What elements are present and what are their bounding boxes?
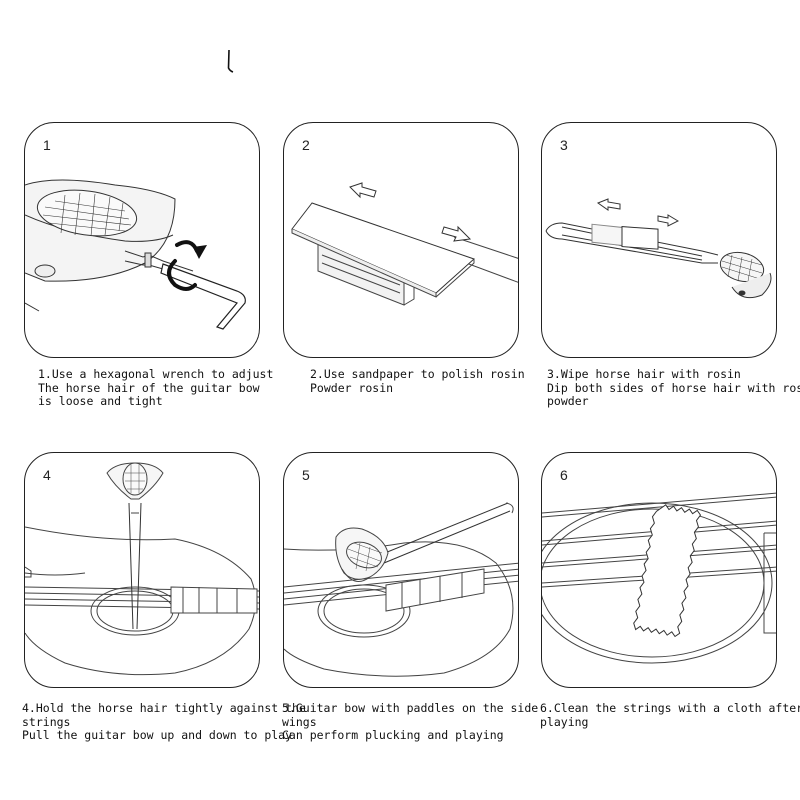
step-3-panel: 3	[541, 122, 777, 358]
step-4-line-1: 4.Hold the horse hair tightly against th…	[22, 701, 306, 715]
step-1-caption: 1.Use a hexagonal wrench to adjust The h…	[38, 367, 278, 409]
step-4-line-2: strings	[22, 714, 71, 729]
step-2-number: 2	[302, 137, 310, 153]
step-3-caption: 3.Wipe horse hair with rosin Dip both si…	[547, 367, 800, 409]
step-1-line-3: is loose and tight	[38, 394, 163, 408]
step-6-number: 6	[560, 467, 568, 483]
step-1-number: 1	[43, 137, 51, 153]
step-2-panel: 2	[283, 122, 519, 358]
step-2-line-1: 2.Use sandpaper to polish rosin	[310, 367, 525, 381]
step-3-number: 3	[560, 137, 568, 153]
pluck-with-paddles-illustration	[284, 502, 518, 677]
clean-strings-cloth-illustration	[542, 492, 776, 664]
stray-mark	[227, 49, 234, 73]
step-6-panel: 6	[541, 452, 777, 688]
step-1-panel: 1	[24, 122, 260, 358]
step-6-caption: 6.Clean the strings with a cloth after p…	[540, 701, 800, 729]
step-5-caption: 5.Guitar bow with paddles on the side wi…	[282, 701, 539, 743]
step-4-caption: 4.Hold the horse hair tightly against th…	[22, 701, 306, 743]
step-2-line-2: Powder rosin	[310, 380, 394, 395]
step-5-panel: 5	[283, 452, 519, 688]
step-4-number: 4	[43, 467, 51, 483]
hold-bow-on-strings-illustration	[25, 462, 259, 676]
step-6-line-1: 6.Clean the strings with a cloth after	[540, 701, 800, 715]
step-3-line-2: Dip both sides of horse hair with rosin	[547, 380, 800, 395]
step-5-line-2: wings	[282, 714, 317, 729]
step-5-line-1: 5.Guitar bow with paddles on the side	[282, 701, 539, 715]
step-5-line-3: Can perform plucking and playing	[282, 728, 504, 742]
hex-wrench-adjust-illustration	[25, 179, 246, 330]
step-6-line-2: playing	[540, 714, 589, 729]
rosin-wipe-illustration	[545, 198, 772, 299]
step-2-caption: 2.Use sandpaper to polish rosin Powder r…	[310, 367, 550, 395]
step-4-line-3: Pull the guitar bow up and down to play	[22, 728, 293, 742]
step-5-number: 5	[302, 467, 310, 483]
step-3-line-1: 3.Wipe horse hair with rosin	[547, 367, 741, 381]
step-1-line-1: 1.Use a hexagonal wrench to adjust	[38, 367, 274, 381]
sandpaper-rosin-illustration	[291, 182, 518, 306]
step-1-line-2: The horse hair of the guitar bow	[38, 380, 260, 395]
step-3-line-3: powder	[547, 394, 589, 408]
step-4-panel: 4	[24, 452, 260, 688]
